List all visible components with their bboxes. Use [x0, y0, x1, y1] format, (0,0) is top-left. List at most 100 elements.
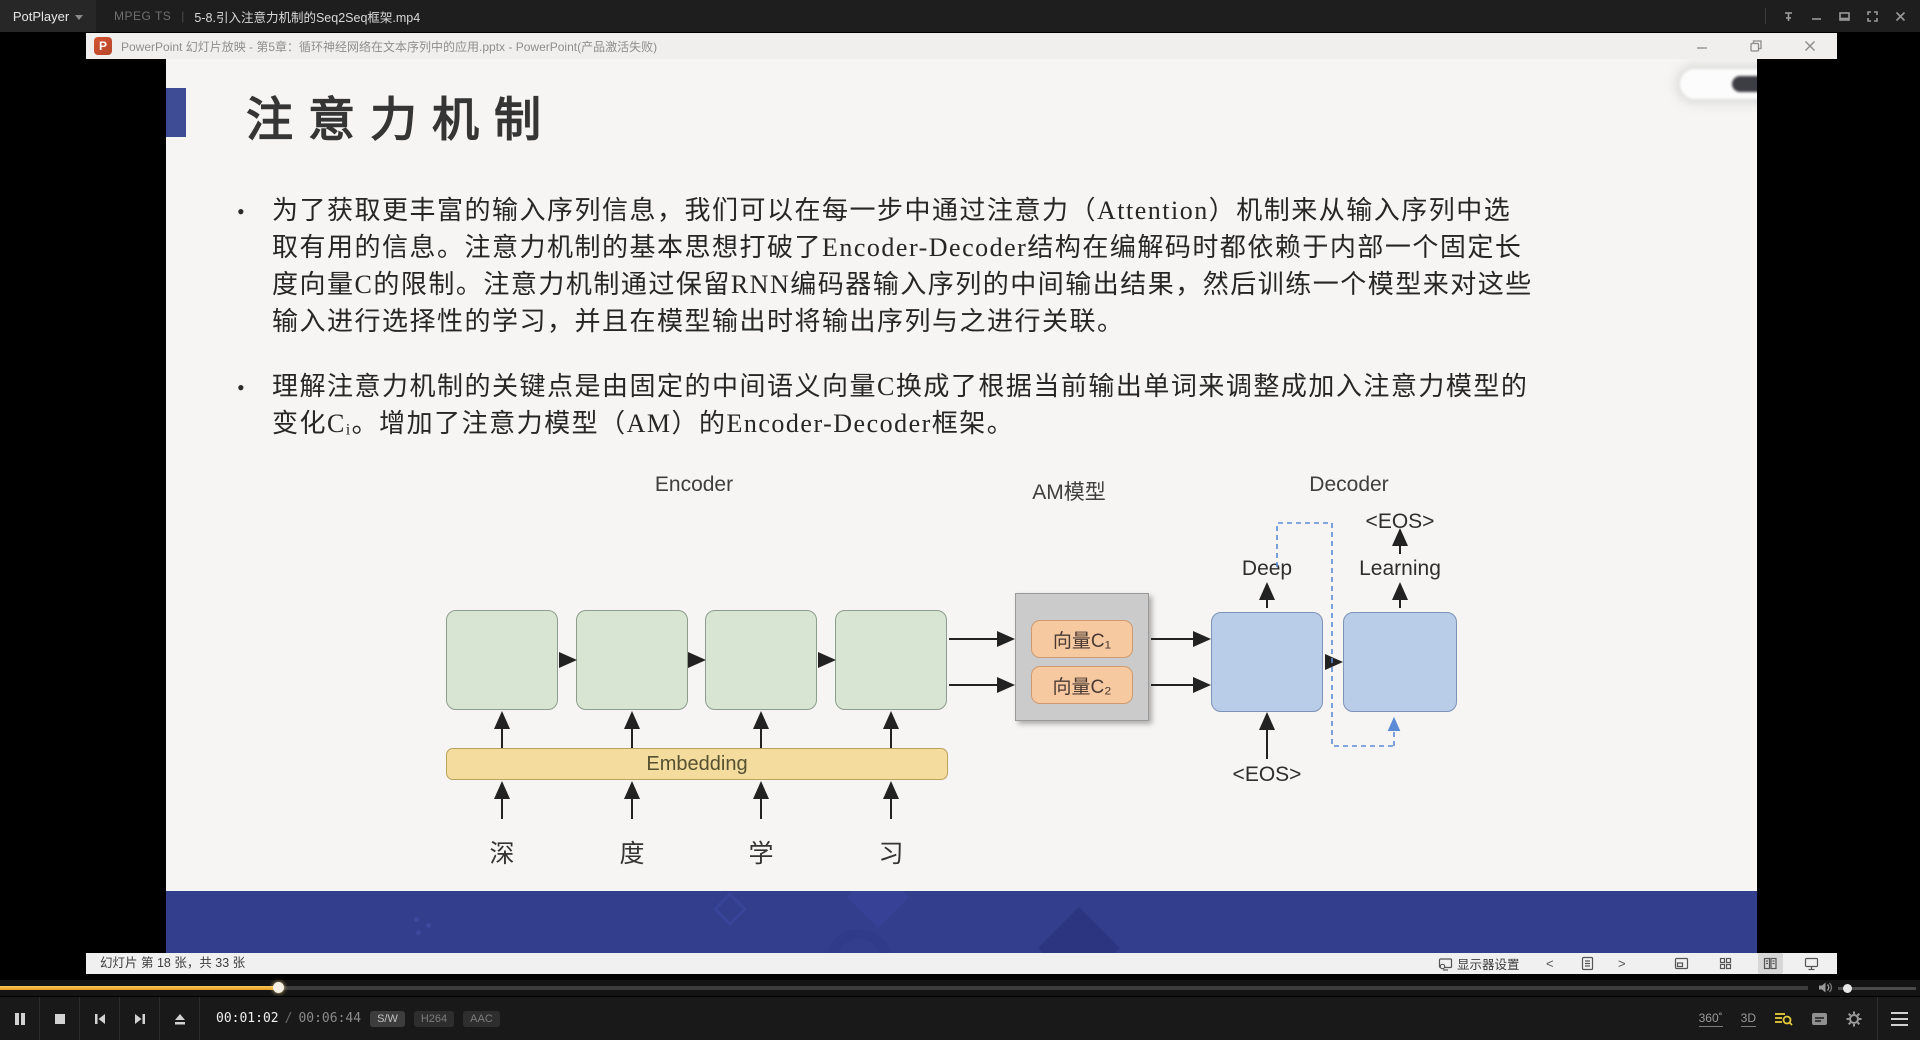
potplayer-menu-button[interactable]: PotPlayer	[0, 0, 96, 32]
next-slide-button[interactable]: >	[1618, 953, 1626, 974]
bullet-marker: •	[237, 199, 245, 224]
chevron-right-icon: >	[1618, 956, 1626, 971]
presenter-view-button[interactable]	[1804, 953, 1819, 974]
chevron-left-icon: <	[1546, 956, 1554, 971]
ppt-close-button[interactable]	[1783, 33, 1837, 59]
bullet-line: 度向量C的限制。注意力机制通过保留RNN编码器输入序列的中间输出结果，然后训练一…	[272, 270, 1533, 299]
time-separator: /	[284, 1011, 293, 1026]
pause-button[interactable]	[0, 996, 40, 1040]
total-time: 00:06:44	[298, 1011, 362, 1026]
notes-page-icon	[1581, 956, 1594, 971]
diagram-arrows	[494, 522, 1408, 819]
encoder-label: Encoder	[654, 473, 734, 496]
playlist-search-icon	[1775, 1013, 1793, 1026]
skip-previous-icon	[94, 1013, 105, 1024]
bullet-line: 变化Cᵢ。增加了注意力模型（AM）的Encoder-Decoder框架。	[272, 409, 1015, 438]
ppt-restore-button[interactable]	[1729, 33, 1783, 59]
close-icon	[1895, 11, 1905, 21]
seek-handle[interactable]	[272, 982, 284, 993]
chevron-down-icon	[75, 14, 84, 20]
powerpoint-window: P PowerPoint 幻灯片放映 - 第5章：循环神经网络在文本序列中的应用…	[86, 33, 1837, 974]
player-titlebar: PotPlayer MPEG TS | 5-8.引入注意力机制的Seq2Seq框…	[0, 0, 1920, 32]
app-name: PotPlayer	[12, 8, 70, 24]
input-word-1: 深	[489, 840, 515, 868]
slideshow-view-button[interactable]	[1674, 953, 1689, 974]
monitor-icon	[1804, 957, 1819, 970]
volume-slider[interactable]	[1838, 984, 1916, 993]
watermark	[1680, 69, 1757, 99]
encoder-block-1	[446, 610, 558, 710]
maximize-button[interactable]	[1830, 0, 1858, 32]
media-filename: 5-8.引入注意力机制的Seq2Seq框架.mp4	[194, 10, 421, 25]
input-word-3: 学	[748, 840, 774, 868]
decoder-badge-sw[interactable]: S/W	[370, 1010, 405, 1027]
powerpoint-app-icon: P	[94, 37, 112, 55]
footer-diamond-shape	[1037, 906, 1121, 953]
feedback-dashed-path	[1276, 522, 1401, 747]
codec-badge-audio[interactable]: AAC	[463, 1010, 500, 1027]
playlist-search-button[interactable]	[1765, 997, 1802, 1040]
menu-button[interactable]	[1878, 997, 1920, 1040]
encoder-block-3	[705, 610, 817, 710]
controls-divider	[1877, 997, 1878, 1040]
previous-slide-button[interactable]: <	[1546, 953, 1554, 974]
next-button[interactable]	[120, 996, 160, 1040]
vector-c2-box: 向量C₂	[1031, 666, 1133, 704]
ppt-minimize-button[interactable]	[1675, 33, 1729, 59]
reading-view-button[interactable]	[1758, 953, 1783, 974]
decoder-block-2	[1343, 612, 1457, 712]
output-word-deep: Deep	[1241, 557, 1293, 580]
previous-button[interactable]	[80, 996, 120, 1040]
footer-dots	[414, 917, 440, 937]
bullet-line: 输入进行选择性的学习，并且在模型输出时将输出序列与之进行关联。	[272, 307, 1125, 336]
stereo-3d-button[interactable]: 3D	[1732, 997, 1765, 1040]
slide-notes-button[interactable]	[1581, 953, 1594, 974]
volume-mute-button[interactable]	[1818, 981, 1833, 999]
rotate-360-label: 360˚	[1698, 1011, 1723, 1027]
encoder-block-2	[576, 610, 688, 710]
settings-button[interactable]	[1837, 997, 1871, 1040]
pin-icon	[1784, 11, 1792, 21]
skip-next-icon	[134, 1013, 145, 1024]
input-word-4: 习	[878, 840, 904, 868]
close-button[interactable]	[1886, 0, 1914, 32]
bullet-marker: •	[237, 375, 245, 400]
titlebar-divider	[1765, 8, 1766, 24]
slideshow-area: 注意力机制 • 为了获取更丰富的输入序列信息，我们可以在每一步中通过注意力（At…	[86, 59, 1837, 953]
powerpoint-window-title: PowerPoint 幻灯片放映 - 第5章：循环神经网络在文本序列中的应用.p…	[121, 39, 658, 54]
pin-button[interactable]	[1774, 0, 1802, 32]
monitor-gear-icon	[1438, 957, 1453, 971]
control-bar: 00:01:02 / 00:06:44 S/W H264 AAC 360˚ 3D	[0, 996, 1920, 1040]
rotate-360-button[interactable]: 360˚	[1690, 997, 1732, 1040]
input-word-2: 度	[619, 840, 645, 868]
bullet-1: 为了获取更丰富的输入序列信息，我们可以在每一步中通过注意力（Attention）…	[272, 192, 1533, 340]
eos-label-bottom: <EOS>	[1232, 763, 1302, 786]
footer-diamond-outline	[713, 892, 747, 926]
grid-view-button[interactable]	[1719, 953, 1732, 974]
footer-circle-shape	[826, 929, 892, 953]
display-settings-button[interactable]: 显示器设置	[1437, 953, 1520, 974]
minimize-icon	[1697, 47, 1707, 49]
subtitles-button[interactable]	[1802, 997, 1837, 1040]
seek-bar[interactable]	[0, 982, 1808, 993]
slide: 注意力机制 • 为了获取更丰富的输入序列信息，我们可以在每一步中通过注意力（At…	[166, 59, 1757, 953]
fullscreen-button[interactable]	[1858, 0, 1886, 32]
bullet-2: 理解注意力机制的关键点是由固定的中间语义向量C换成了根据当前输出单词来调整成加入…	[272, 368, 1528, 442]
display-settings-label: 显示器设置	[1457, 958, 1520, 972]
output-word-learning: Learning	[1359, 557, 1441, 580]
bullet-line: 取有用的信息。注意力机制的基本思想打破了Encoder-Decoder结构在编解…	[272, 233, 1523, 262]
open-file-button[interactable]	[160, 996, 200, 1040]
grid-icon	[1719, 957, 1732, 970]
slide-counter: 幻灯片 第 18 张，共 33 张	[100, 956, 246, 970]
vector-c1-box: 向量C₁	[1031, 620, 1133, 658]
subtitle-icon	[1812, 1013, 1827, 1025]
stop-button[interactable]	[40, 996, 80, 1040]
volume-handle[interactable]	[1842, 984, 1852, 993]
bullet-line: 为了获取更丰富的输入序列信息，我们可以在每一步中通过注意力（Attention）…	[272, 196, 1512, 225]
seek-progress	[0, 986, 278, 990]
minimize-button[interactable]	[1802, 0, 1830, 32]
right-controls: 360˚ 3D	[1690, 997, 1920, 1040]
footer-diamond-shape	[846, 891, 910, 929]
codec-badge-video[interactable]: H264	[413, 1010, 455, 1027]
seek-row	[0, 980, 1920, 996]
